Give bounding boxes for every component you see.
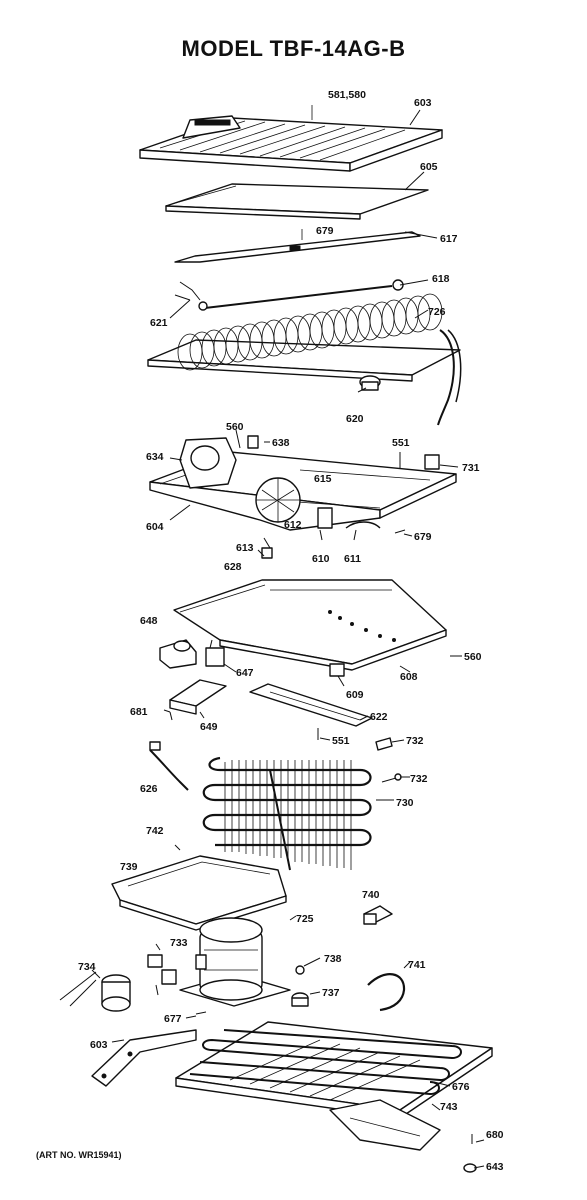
part-605-panel bbox=[165, 183, 429, 220]
part-742-screw bbox=[174, 844, 181, 851]
label-551-mid: 551 bbox=[332, 735, 350, 747]
label-680: 680 bbox=[486, 1129, 504, 1141]
label-648: 648 bbox=[140, 615, 158, 627]
part-647-switch bbox=[205, 639, 225, 667]
part-617-rod bbox=[174, 229, 421, 263]
label-679-top: 679 bbox=[316, 225, 334, 237]
part-628-clip bbox=[261, 537, 273, 559]
part-608-shelf bbox=[173, 579, 447, 671]
part-738-nut bbox=[295, 965, 305, 975]
part-681-screw bbox=[169, 711, 173, 721]
label-604: 604 bbox=[146, 521, 164, 533]
part-732-clip-a bbox=[375, 737, 393, 751]
label-681: 681 bbox=[130, 706, 148, 718]
part-648-control bbox=[159, 639, 197, 669]
leader-lines bbox=[91, 109, 485, 1169]
label-603-top: 603 bbox=[414, 97, 432, 109]
label-743: 743 bbox=[440, 1101, 458, 1113]
label-732-a: 732 bbox=[406, 735, 424, 747]
label-609: 609 bbox=[346, 689, 364, 701]
label-610: 610 bbox=[312, 553, 330, 565]
part-740-relay bbox=[363, 905, 393, 925]
label-643: 643 bbox=[486, 1161, 504, 1173]
label-725: 725 bbox=[296, 913, 314, 925]
label-608: 608 bbox=[400, 671, 418, 683]
art-number: (ART NO. WR15941) bbox=[36, 1150, 122, 1160]
part-620-bracket bbox=[359, 375, 381, 391]
label-726: 726 bbox=[428, 306, 446, 318]
part-603-base-bracket bbox=[91, 1029, 197, 1087]
label-730: 730 bbox=[396, 797, 414, 809]
label-734: 734 bbox=[78, 961, 96, 973]
label-560-top: 560 bbox=[226, 421, 244, 433]
page-title: MODEL TBF-14AG-B bbox=[181, 36, 406, 61]
part-603-top-cover bbox=[139, 105, 443, 172]
label-615: 615 bbox=[314, 473, 332, 485]
label-622: 622 bbox=[370, 711, 388, 723]
part-730-condenser bbox=[202, 756, 372, 871]
label-620: 620 bbox=[346, 413, 364, 425]
label-638: 638 bbox=[272, 437, 290, 449]
label-733: 733 bbox=[170, 937, 188, 949]
label-742: 742 bbox=[146, 825, 164, 837]
part-726-evaporator bbox=[147, 293, 462, 426]
label-676: 676 bbox=[452, 1081, 470, 1093]
label-679-mid: 679 bbox=[414, 531, 432, 543]
part-732-clip-b bbox=[381, 773, 402, 783]
part-737-grommet bbox=[291, 992, 309, 1007]
label-605: 605 bbox=[420, 161, 438, 173]
label-611: 611 bbox=[344, 553, 361, 565]
part-622-bar bbox=[249, 683, 373, 727]
label-741: 741 bbox=[408, 959, 426, 971]
label-737: 737 bbox=[322, 987, 340, 999]
label-649: 649 bbox=[200, 721, 218, 733]
part-741-tube bbox=[367, 973, 406, 1012]
part-618-shaft bbox=[174, 279, 404, 311]
label-731: 731 bbox=[462, 462, 480, 474]
label-551-top: 551 bbox=[392, 437, 410, 449]
label-626: 626 bbox=[140, 783, 158, 795]
part-626-cord bbox=[149, 741, 189, 791]
label-613: 613 bbox=[236, 542, 254, 554]
part-604-housing bbox=[149, 435, 457, 534]
part-649-bracket bbox=[169, 679, 227, 715]
label-617: 617 bbox=[440, 233, 458, 245]
part-739-shroud bbox=[111, 855, 287, 931]
label-628: 628 bbox=[224, 561, 242, 573]
label-634: 634 bbox=[146, 451, 164, 463]
part-733-overload bbox=[147, 954, 177, 996]
label-738: 738 bbox=[324, 953, 342, 965]
label-612: 612 bbox=[284, 519, 302, 531]
label-677: 677 bbox=[164, 1013, 182, 1025]
part-609-knob bbox=[329, 663, 345, 677]
label-621: 621 bbox=[150, 317, 168, 329]
label-740: 740 bbox=[362, 889, 380, 901]
label-732-b: 732 bbox=[410, 773, 428, 785]
label-560-mid: 560 bbox=[464, 651, 482, 663]
part-725-compressor bbox=[179, 917, 291, 1007]
part-677-clip bbox=[195, 1011, 207, 1015]
label-647: 647 bbox=[236, 667, 254, 679]
label-618: 618 bbox=[432, 273, 450, 285]
label-739: 739 bbox=[120, 861, 138, 873]
label-603-bottom: 603 bbox=[90, 1039, 108, 1051]
part-734-capacitor bbox=[59, 971, 131, 1012]
label-581-580: 581,580 bbox=[328, 89, 366, 101]
part-743-drain-pan bbox=[329, 1099, 441, 1151]
